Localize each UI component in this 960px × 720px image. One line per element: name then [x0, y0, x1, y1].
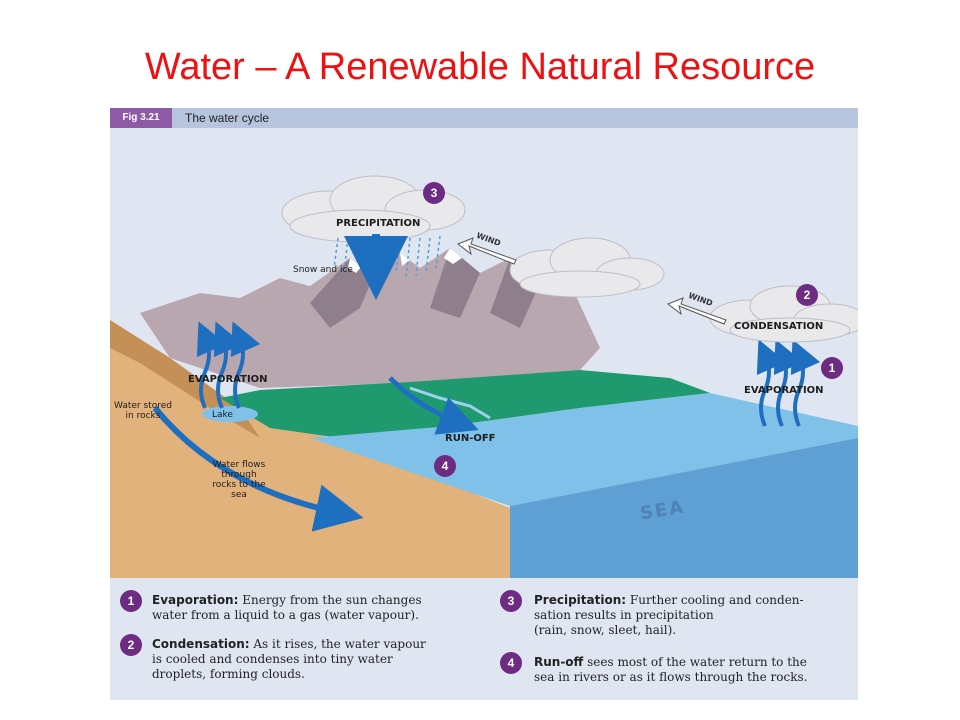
figure-number: Fig 3.21	[110, 108, 172, 128]
lake-label: Lake	[212, 410, 233, 420]
evaporation-right-label: EVAPORATION	[744, 385, 824, 396]
runoff-arrow	[388, 376, 479, 435]
snow-ice-label: Snow and ice	[293, 265, 353, 275]
lake	[202, 406, 258, 422]
evap-left-3	[230, 321, 261, 409]
caption-line: (rain, snow, sleet, hail).	[534, 623, 677, 637]
caption-precipitation: Precipitation: Further cooling and conde…	[534, 593, 804, 638]
runoff-label: RUN-OFF	[445, 433, 496, 444]
water-flows-label: Water flows through rocks to the sea	[212, 460, 266, 500]
caption-line: droplets, forming clouds.	[152, 667, 305, 681]
caption-line: sees most of the water return to the	[587, 655, 807, 669]
groundwater-arrow	[152, 406, 364, 532]
badge-3: 3	[423, 182, 445, 204]
rock-layer	[110, 320, 510, 578]
precipitation-cloud	[281, 175, 466, 243]
caption-line: Further cooling and conden-	[629, 593, 804, 607]
caption-evaporation: Evaporation: Energy from the sun changes…	[152, 593, 422, 623]
caption-line: is cooled and condenses into tiny water	[152, 652, 393, 666]
condensation-cloud	[709, 285, 858, 343]
caption-term: Evaporation:	[152, 593, 239, 607]
evap-right-2	[773, 339, 804, 427]
condensation-label: CONDENSATION	[734, 321, 824, 332]
caption-condensation: Condensation: As it rises, the water vap…	[152, 637, 426, 682]
evap-right-3	[790, 339, 821, 427]
caption-badge-1: 1	[120, 590, 142, 612]
badge-4: 4	[434, 455, 456, 477]
slide-title: Water – A Renewable Natural Resource	[144, 46, 816, 88]
caption-badge-2: 2	[120, 634, 142, 656]
caption-line: Energy from the sun changes	[242, 593, 422, 607]
evap-left-2	[213, 321, 244, 409]
water-stored-label: Water stored in rocks	[114, 401, 172, 421]
evap-left-1	[196, 321, 227, 409]
rain-streaks	[333, 235, 441, 279]
caption-runoff: Run-off sees most of the water return to…	[534, 655, 807, 685]
caption-term: Condensation:	[152, 637, 250, 651]
caption-line: sation results in precipitation	[534, 608, 714, 622]
caption-term: Run-off	[534, 655, 584, 669]
evaporation-left-label: EVAPORATION	[188, 374, 268, 385]
figure-header: Fig 3.21 The water cycle	[110, 108, 858, 128]
water-cycle-figure: Fig 3.21 The water cycle	[110, 108, 858, 700]
sea-front	[510, 438, 858, 578]
caption-badge-4: 4	[500, 652, 522, 674]
caption-badge-3: 3	[500, 590, 522, 612]
evap-right-1	[756, 339, 787, 427]
precipitation-label: PRECIPITATION	[336, 218, 421, 229]
wind-arrow-2	[666, 297, 727, 325]
middle-cloud	[509, 237, 665, 298]
badge-2: 2	[796, 284, 818, 306]
caption-line: sea in rivers or as it flows through the…	[534, 670, 808, 684]
wind-arrow-1	[456, 237, 517, 265]
caption-line: water from a liquid to a gas (water vapo…	[152, 608, 419, 622]
caption-term: Precipitation:	[534, 593, 627, 607]
water-cycle-illustration	[110, 175, 858, 578]
figure-title: The water cycle	[185, 111, 270, 125]
sea-surface	[310, 393, 858, 506]
badge-1: 1	[821, 357, 843, 379]
caption-line: As it rises, the water vapour	[253, 637, 426, 651]
